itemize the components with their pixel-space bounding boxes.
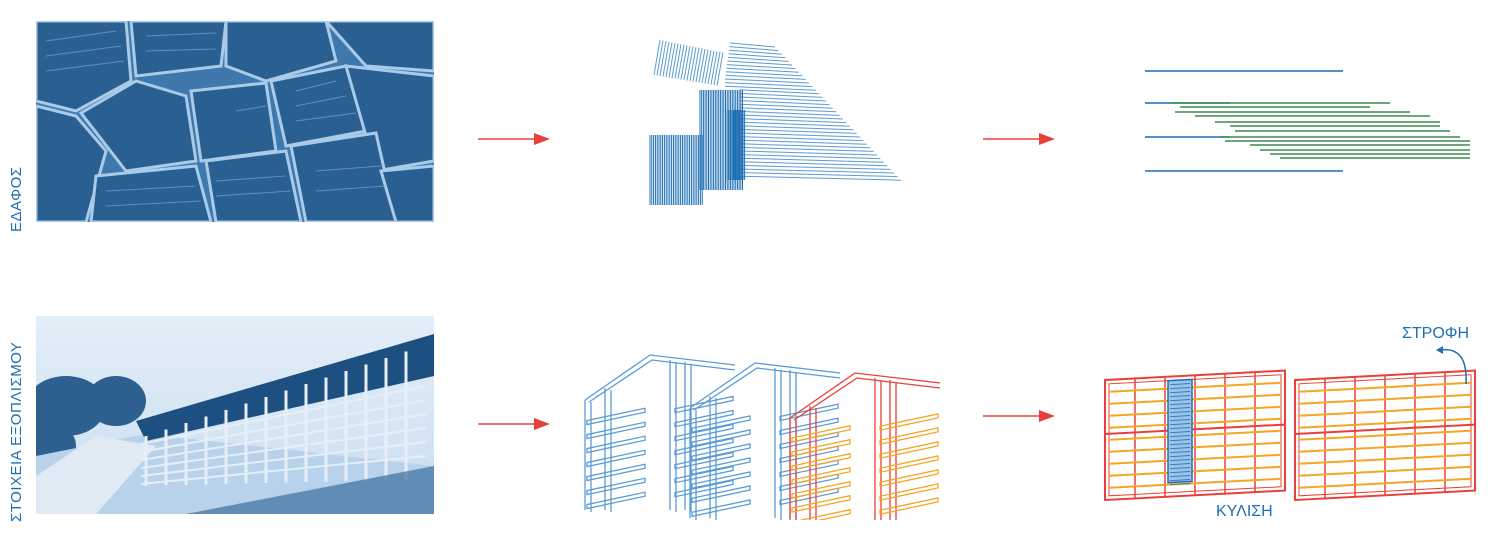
panel-walls-diagram — [1104, 369, 1476, 502]
aerial-photo — [36, 21, 434, 222]
arrow-right-icon — [983, 410, 1055, 422]
shed-photo — [36, 316, 434, 514]
arrow-rotate-icon — [1436, 346, 1467, 385]
arrow-right-icon — [478, 418, 550, 430]
slide-label: ΚΥΛΙΣΗ — [1216, 503, 1273, 520]
arrow-right-icon — [478, 133, 550, 145]
rotation-label: ΣΤΡΟΦΗ — [1402, 325, 1470, 342]
row-label-equipment: ΣΤΟΙΧΕΙΑ ΕΞΟΠΛΙΣΜΟΥ — [8, 341, 25, 522]
frame-structures-diagram — [584, 354, 941, 520]
field-line-pattern — [649, 39, 901, 205]
arrow-right-icon — [983, 133, 1055, 145]
offset-line-diagram — [1145, 70, 1470, 172]
row-label-ground: ΕΔΑΦΟΣ — [8, 166, 25, 232]
